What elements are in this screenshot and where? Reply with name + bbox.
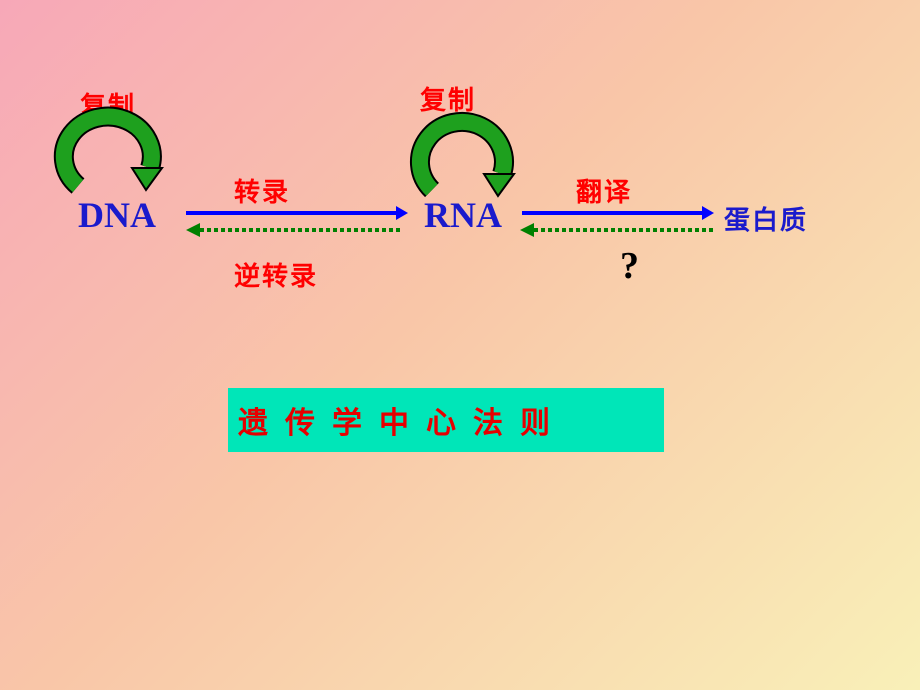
rna-replication-loop-arrow (409, 111, 516, 198)
question-mark: ? (620, 245, 639, 287)
reverse-transcription-arrow (186, 223, 400, 237)
reverse-transcription-label: 逆转录 (234, 262, 319, 292)
rna-node: RNA (424, 195, 502, 235)
title-box: 遗传学中心法则 (228, 388, 664, 452)
transcription-arrow (186, 206, 408, 220)
replication-label-rna: 复制 (420, 86, 477, 116)
diagram-title: 遗传学中心法则 (238, 406, 567, 441)
translation-arrow (522, 206, 714, 220)
protein-to-rna-dotted-arrow (520, 223, 714, 237)
dna-replication-loop-arrow (53, 106, 164, 194)
translation-label: 翻译 (576, 178, 633, 208)
protein-node: 蛋白质 (724, 206, 809, 236)
dna-node: DNA (78, 195, 156, 235)
transcription-label: 转录 (234, 178, 291, 208)
